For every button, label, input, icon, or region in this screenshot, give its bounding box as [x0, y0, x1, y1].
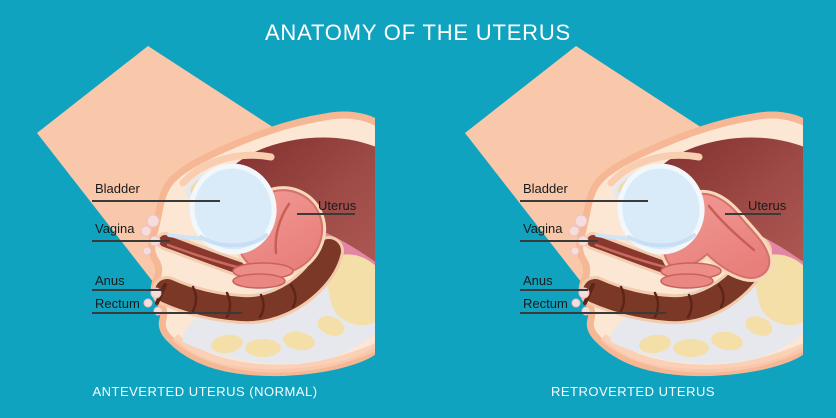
pelvis-illustration-retroverted	[463, 45, 803, 390]
caption-retroverted: RETROVERTED UTERUS	[550, 384, 716, 399]
label-line-bladder	[520, 200, 648, 202]
label-uterus: Uterus	[748, 198, 787, 213]
label-line-vagina	[520, 240, 598, 242]
pelvis-illustration-anteverted	[35, 45, 375, 390]
label-bladder: Bladder	[95, 181, 140, 196]
label-uterus: Uterus	[318, 198, 357, 213]
panel-anteverted: Bladder Vagina Anus Rectum Uterus	[35, 45, 375, 390]
label-rectum: Rectum	[95, 296, 140, 311]
label-line-uterus	[297, 213, 355, 215]
label-line-uterus	[725, 213, 781, 215]
label-rectum: Rectum	[523, 296, 568, 311]
label-line-rectum	[92, 312, 242, 314]
page-title: ANATOMY OF THE UTERUS	[264, 20, 572, 45]
label-line-bladder	[92, 200, 220, 202]
label-vagina: Vagina	[95, 221, 135, 236]
label-line-anus	[92, 289, 164, 291]
caption-anteverted: ANTEVERTED UTERUS (NORMAL)	[92, 384, 318, 399]
label-line-vagina	[92, 240, 170, 242]
label-line-rectum	[520, 312, 666, 314]
label-anus: Anus	[95, 273, 125, 288]
label-vagina: Vagina	[523, 221, 563, 236]
panel-retroverted: Bladder Vagina Anus Rectum Uterus	[463, 45, 803, 390]
label-anus: Anus	[523, 273, 553, 288]
label-bladder: Bladder	[523, 181, 568, 196]
label-line-anus	[520, 289, 588, 291]
